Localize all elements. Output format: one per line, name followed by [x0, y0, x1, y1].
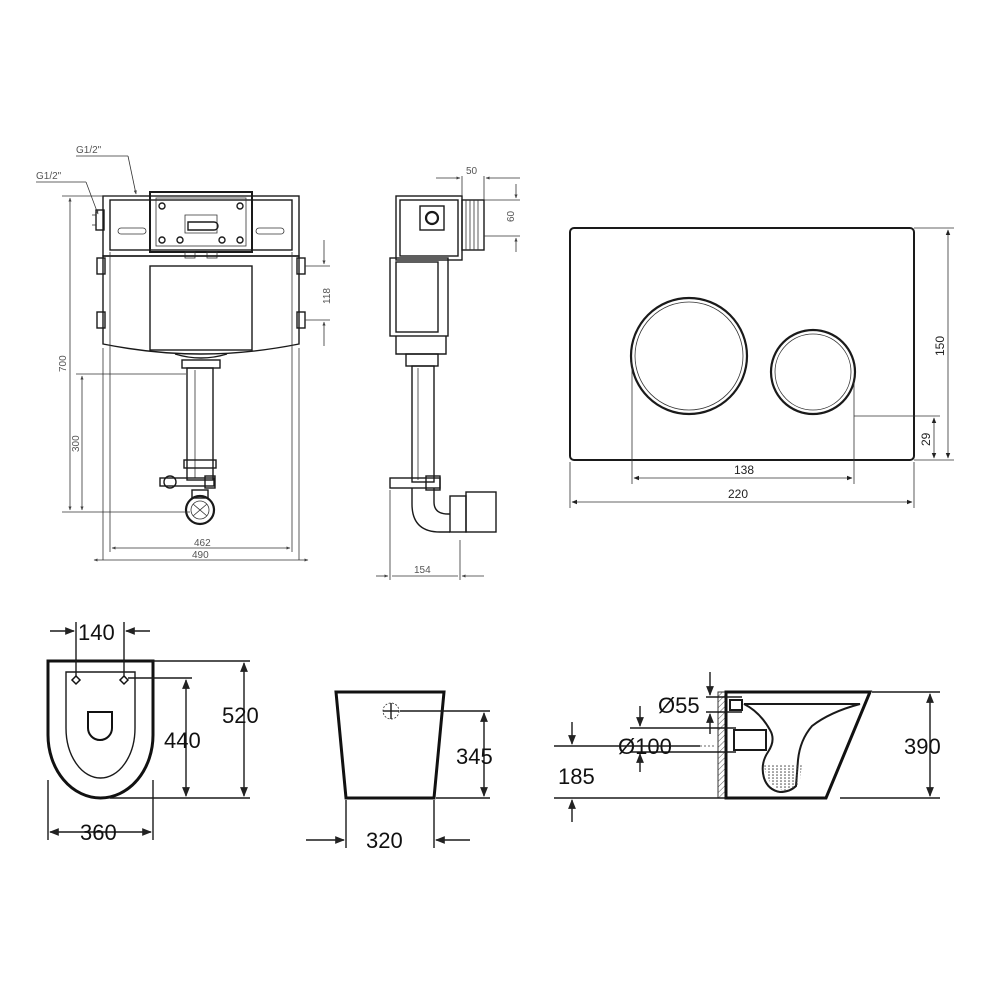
valve-plate [149, 191, 253, 253]
cistern-depth-label: 154 [414, 565, 431, 576]
toilet-rear-view: 345 320 [306, 690, 493, 853]
toilet-height-label: 390 [904, 734, 941, 759]
rear-height-label: 345 [456, 744, 493, 769]
inlet-connection-label: G1/2" [76, 145, 102, 156]
buttons-width-label: 138 [734, 463, 754, 477]
rear-width-label: 320 [366, 828, 403, 853]
height-total-label: 700 [58, 355, 69, 372]
inlet-diameter-label: Ø55 [658, 693, 700, 718]
plate-width-label: 220 [728, 487, 748, 501]
plate-height-label: 150 [933, 336, 947, 356]
cistern-side-view: 50 60 154 [376, 166, 520, 580]
frame-height-label: 118 [322, 288, 333, 304]
toilet-width-label: 360 [80, 820, 117, 845]
hole-spacing-label: 140 [78, 620, 115, 645]
outlet-height-label: 185 [558, 764, 595, 789]
button-offset-label: 29 [919, 432, 933, 446]
connector-height-label: 60 [506, 210, 517, 222]
full-flush-button [629, 296, 749, 416]
toilet-length-label: 520 [222, 703, 259, 728]
toilet-bowl-outline [46, 659, 155, 800]
inner-width-label: 462 [194, 538, 211, 549]
water-connection-label: G1/2" [36, 171, 62, 182]
height-outlet-label: 300 [71, 435, 82, 452]
connector-depth-label: 50 [466, 166, 478, 177]
toilet-side-view: Ø55 Ø100 185 390 [554, 672, 941, 822]
toilet-top-view: 140 520 440 360 [46, 620, 259, 845]
total-width-label: 490 [192, 550, 209, 561]
toilet-side-outline [724, 690, 873, 800]
holes-length-label: 440 [164, 728, 201, 753]
cistern-front-view: G1/2" G1/2" 700 300 118 462 490 [36, 145, 333, 562]
toilet-rear-outline [334, 690, 446, 800]
half-flush-button [769, 328, 857, 416]
flush-plate-view: 150 29 138 220 [569, 227, 954, 508]
flush-plate [569, 227, 915, 461]
